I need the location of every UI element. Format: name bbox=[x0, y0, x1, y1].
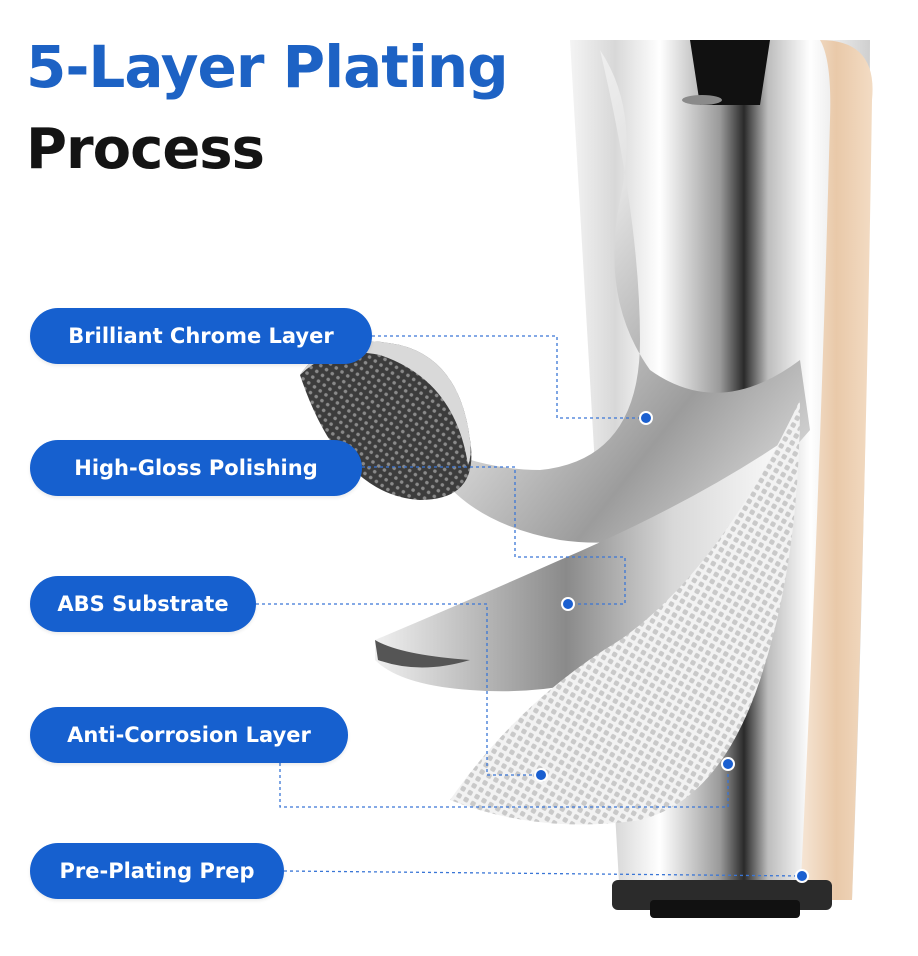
peeled-mesh-layer bbox=[450, 400, 800, 825]
marker-corrosion bbox=[721, 757, 735, 771]
marker-abs bbox=[534, 768, 548, 782]
marker-chrome bbox=[639, 411, 653, 425]
layer-markers bbox=[534, 411, 809, 883]
leader-line-abs bbox=[256, 603, 541, 776]
leader-lines bbox=[256, 335, 803, 877]
marker-polish bbox=[561, 597, 575, 611]
leader-line-polish bbox=[362, 466, 626, 605]
headline-line-2: Process bbox=[26, 117, 265, 182]
marker-prep bbox=[795, 869, 809, 883]
label-abs-substrate: ABS Substrate bbox=[30, 576, 256, 632]
label-brilliant-chrome-layer: Brilliant Chrome Layer bbox=[30, 308, 372, 364]
label-high-gloss-polishing: High-Gloss Polishing bbox=[30, 440, 362, 496]
headline-line-1: 5-Layer Plating bbox=[26, 33, 509, 101]
peeled-chrome-layer bbox=[420, 50, 810, 543]
leader-line-chrome bbox=[372, 335, 646, 419]
leader-line-prep bbox=[283, 870, 803, 877]
label-pre-plating-prep: Pre-Plating Prep bbox=[30, 843, 284, 899]
peeled-polish-layer bbox=[300, 341, 472, 500]
leader-line-corrosion bbox=[279, 734, 729, 808]
label-anti-corrosion-layer: Anti-Corrosion Layer bbox=[30, 707, 348, 763]
